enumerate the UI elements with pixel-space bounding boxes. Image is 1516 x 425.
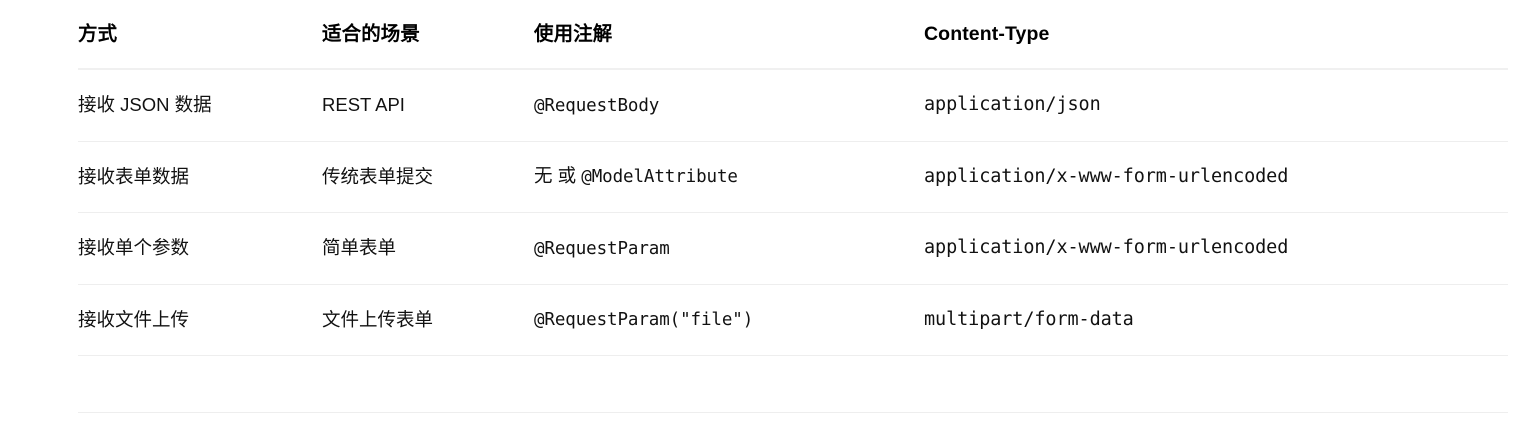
cell-annotation: @RequestBody bbox=[534, 69, 924, 142]
table-container: 方式 适合的场景 使用注解 Content-Type 接收 JSON 数据 RE… bbox=[78, 0, 1508, 413]
annotation-code: @RequestParam bbox=[534, 238, 670, 259]
cell-content-type: application/json bbox=[924, 69, 1508, 142]
cell-content-type: application/x-www-form-urlencoded bbox=[924, 212, 1508, 285]
cell-method: 接收文件上传 bbox=[78, 284, 322, 356]
cell-annotation: 无 或 @ModelAttribute bbox=[534, 141, 924, 213]
request-mapping-table: 方式 适合的场景 使用注解 Content-Type 接收 JSON 数据 RE… bbox=[78, 0, 1508, 413]
annotation-code: @RequestParam("file") bbox=[534, 310, 754, 331]
column-header-method: 方式 bbox=[78, 0, 322, 70]
table-row: 接收文件上传 文件上传表单 @RequestParam("file") mult… bbox=[78, 284, 1508, 356]
cell-method: 接收 JSON 数据 bbox=[78, 69, 322, 142]
cell-annotation: @RequestParam bbox=[534, 212, 924, 285]
table-trailing-row bbox=[78, 355, 1508, 413]
column-header-scenario: 适合的场景 bbox=[322, 0, 534, 70]
cell-scenario: 文件上传表单 bbox=[322, 284, 534, 356]
cell-scenario: 传统表单提交 bbox=[322, 141, 534, 213]
table-body: 接收 JSON 数据 REST API @RequestBody applica… bbox=[78, 69, 1508, 413]
column-header-annotation: 使用注解 bbox=[534, 0, 924, 70]
spacer-cell bbox=[534, 355, 924, 413]
cell-content-type: application/x-www-form-urlencoded bbox=[924, 141, 1508, 213]
cell-content-type: multipart/form-data bbox=[924, 284, 1508, 356]
annotation-prefix: 无 或 bbox=[534, 165, 582, 187]
annotation-code: @RequestBody bbox=[534, 95, 660, 116]
cell-scenario: 简单表单 bbox=[322, 212, 534, 285]
table-row: 接收单个参数 简单表单 @RequestParam application/x-… bbox=[78, 212, 1508, 285]
spacer-cell bbox=[924, 355, 1508, 413]
table-header: 方式 适合的场景 使用注解 Content-Type bbox=[78, 0, 1508, 70]
cell-method: 接收表单数据 bbox=[78, 141, 322, 213]
cell-method: 接收单个参数 bbox=[78, 212, 322, 285]
annotation-code: @ModelAttribute bbox=[581, 167, 738, 188]
spacer-cell bbox=[78, 355, 322, 413]
table-row: 接收 JSON 数据 REST API @RequestBody applica… bbox=[78, 69, 1508, 142]
column-header-content-type: Content-Type bbox=[924, 0, 1508, 70]
spacer-cell bbox=[322, 355, 534, 413]
table-row: 接收表单数据 传统表单提交 无 或 @ModelAttribute applic… bbox=[78, 141, 1508, 213]
table-header-row: 方式 适合的场景 使用注解 Content-Type bbox=[78, 0, 1508, 70]
cell-scenario: REST API bbox=[322, 69, 534, 142]
cell-annotation: @RequestParam("file") bbox=[534, 284, 924, 356]
